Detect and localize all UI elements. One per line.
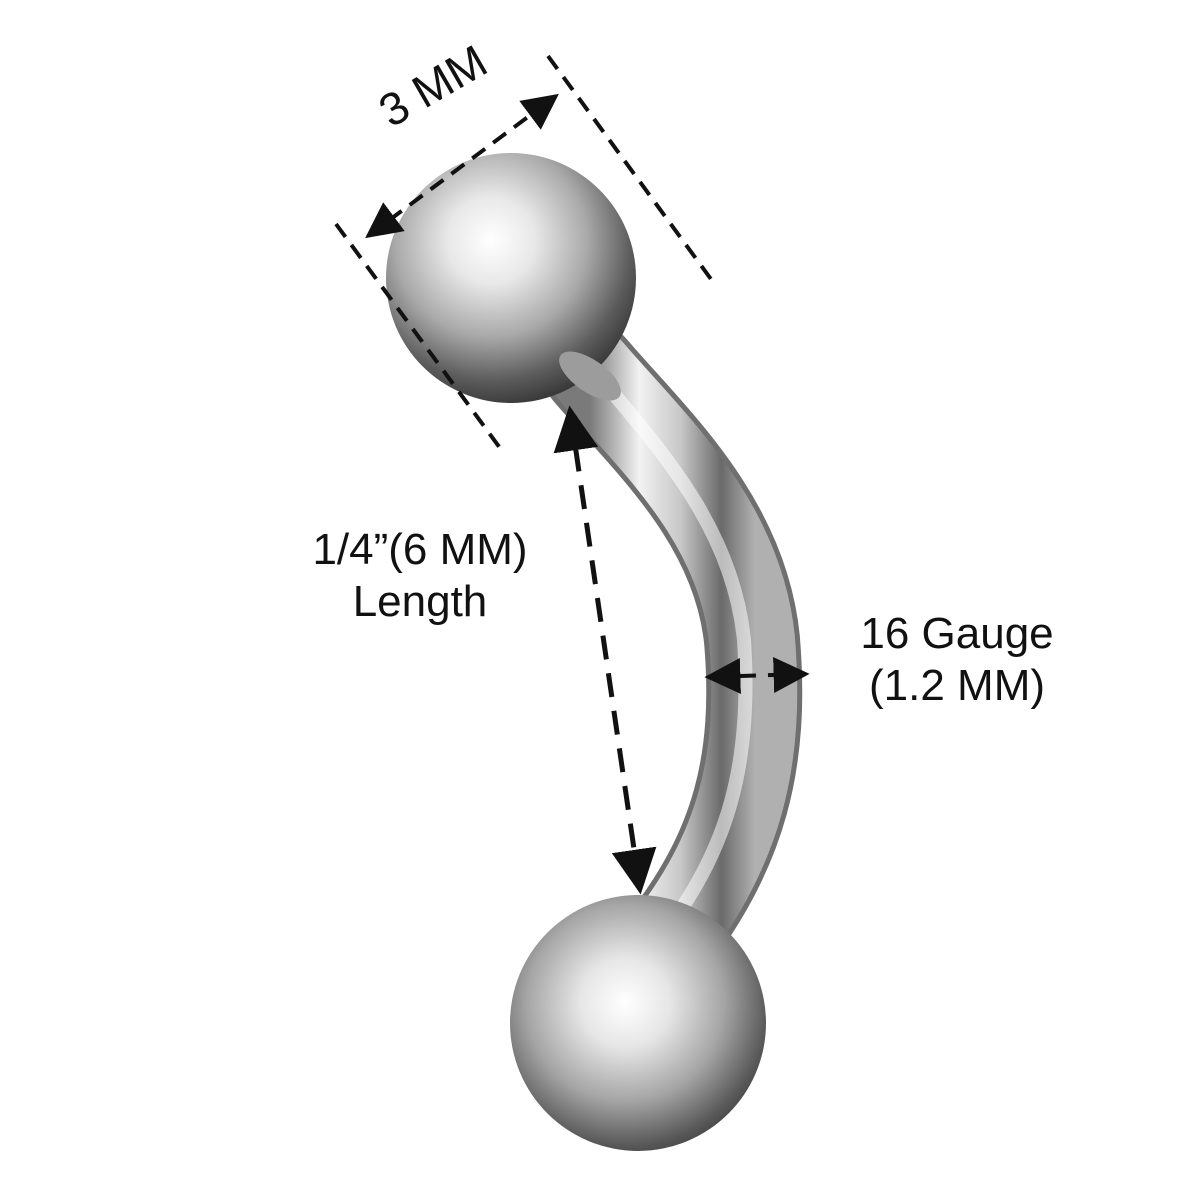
length-label-line2: Length xyxy=(352,577,488,626)
gauge-label: 16 Gauge (1.2 MM) xyxy=(812,608,1102,712)
top-ball-neck xyxy=(559,351,621,401)
gauge-dimension-arrow xyxy=(704,656,810,695)
ball-extension-line-right xyxy=(546,54,718,288)
ball-dimension-arrow xyxy=(365,93,559,239)
ball-extension-line-left xyxy=(334,222,502,450)
length-dimension-arrow xyxy=(553,405,657,895)
gauge-label-line2: (1.2 MM) xyxy=(869,661,1045,710)
bottom-ball xyxy=(510,895,766,1151)
length-label-line1: 1/4”(6 MM) xyxy=(312,525,528,574)
gauge-label-line1: 16 Gauge xyxy=(860,609,1054,658)
length-label: 1/4”(6 MM) Length xyxy=(270,524,570,628)
